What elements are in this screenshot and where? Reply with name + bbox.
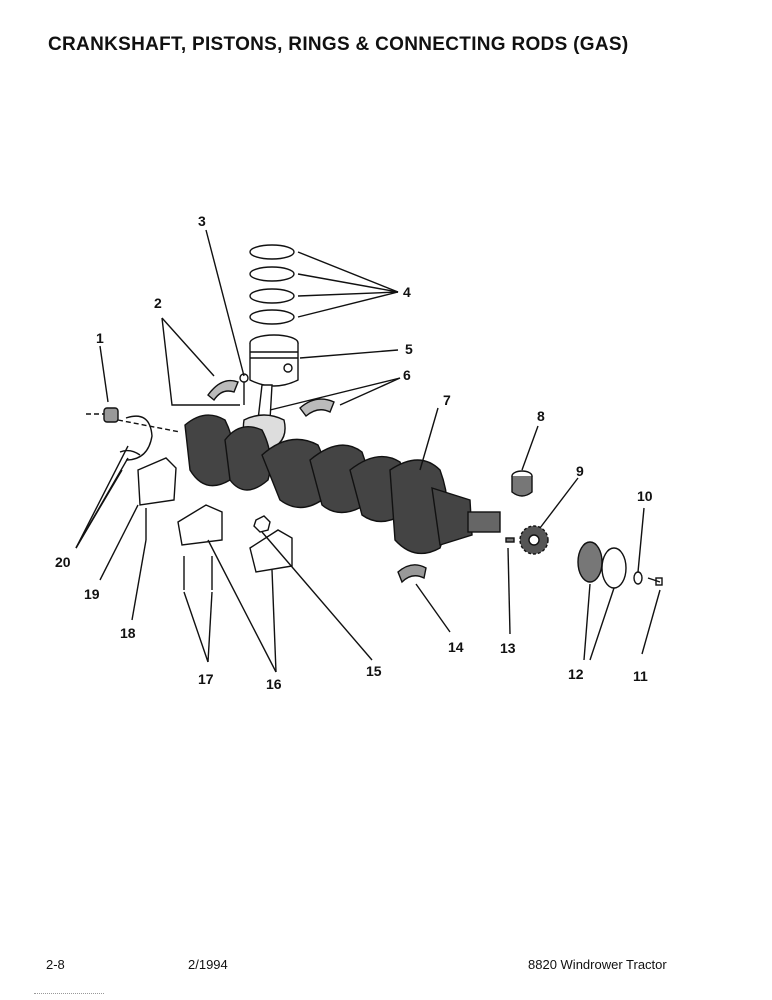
callout-15: 15 — [366, 663, 382, 679]
callout-8: 8 — [537, 408, 545, 424]
timing-gear — [519, 525, 549, 555]
footer-model-name: 8820 Windrower Tractor — [528, 957, 667, 972]
piston-rings — [249, 244, 295, 325]
piston — [249, 334, 299, 387]
crankshaft — [184, 414, 501, 555]
callout-7: 7 — [443, 392, 451, 408]
callout-10: 10 — [637, 488, 653, 504]
callout-17: 17 — [198, 671, 214, 687]
callout-1: 1 — [96, 330, 104, 346]
callout-9: 9 — [576, 463, 584, 479]
bushing — [511, 470, 533, 497]
callout-6: 6 — [403, 367, 411, 383]
callout-5: 5 — [405, 341, 413, 357]
callout-14: 14 — [448, 639, 464, 655]
callout-12: 12 — [568, 666, 584, 682]
callout-11: 11 — [633, 668, 648, 684]
page-title: CRANKSHAFT, PISTONS, RINGS & CONNECTING … — [48, 34, 629, 55]
scan-artifact — [34, 993, 104, 996]
callout-13: 13 — [500, 640, 516, 656]
callout-4: 4 — [403, 284, 411, 300]
footer-page-number: 2-8 — [46, 957, 65, 972]
callout-3: 3 — [198, 213, 206, 229]
callout-19: 19 — [84, 586, 100, 602]
callout-20: 20 — [55, 554, 71, 570]
callout-16: 16 — [266, 676, 282, 692]
callout-18: 18 — [120, 625, 136, 641]
callout-2: 2 — [154, 295, 162, 311]
footer-date: 2/1994 — [188, 957, 228, 972]
